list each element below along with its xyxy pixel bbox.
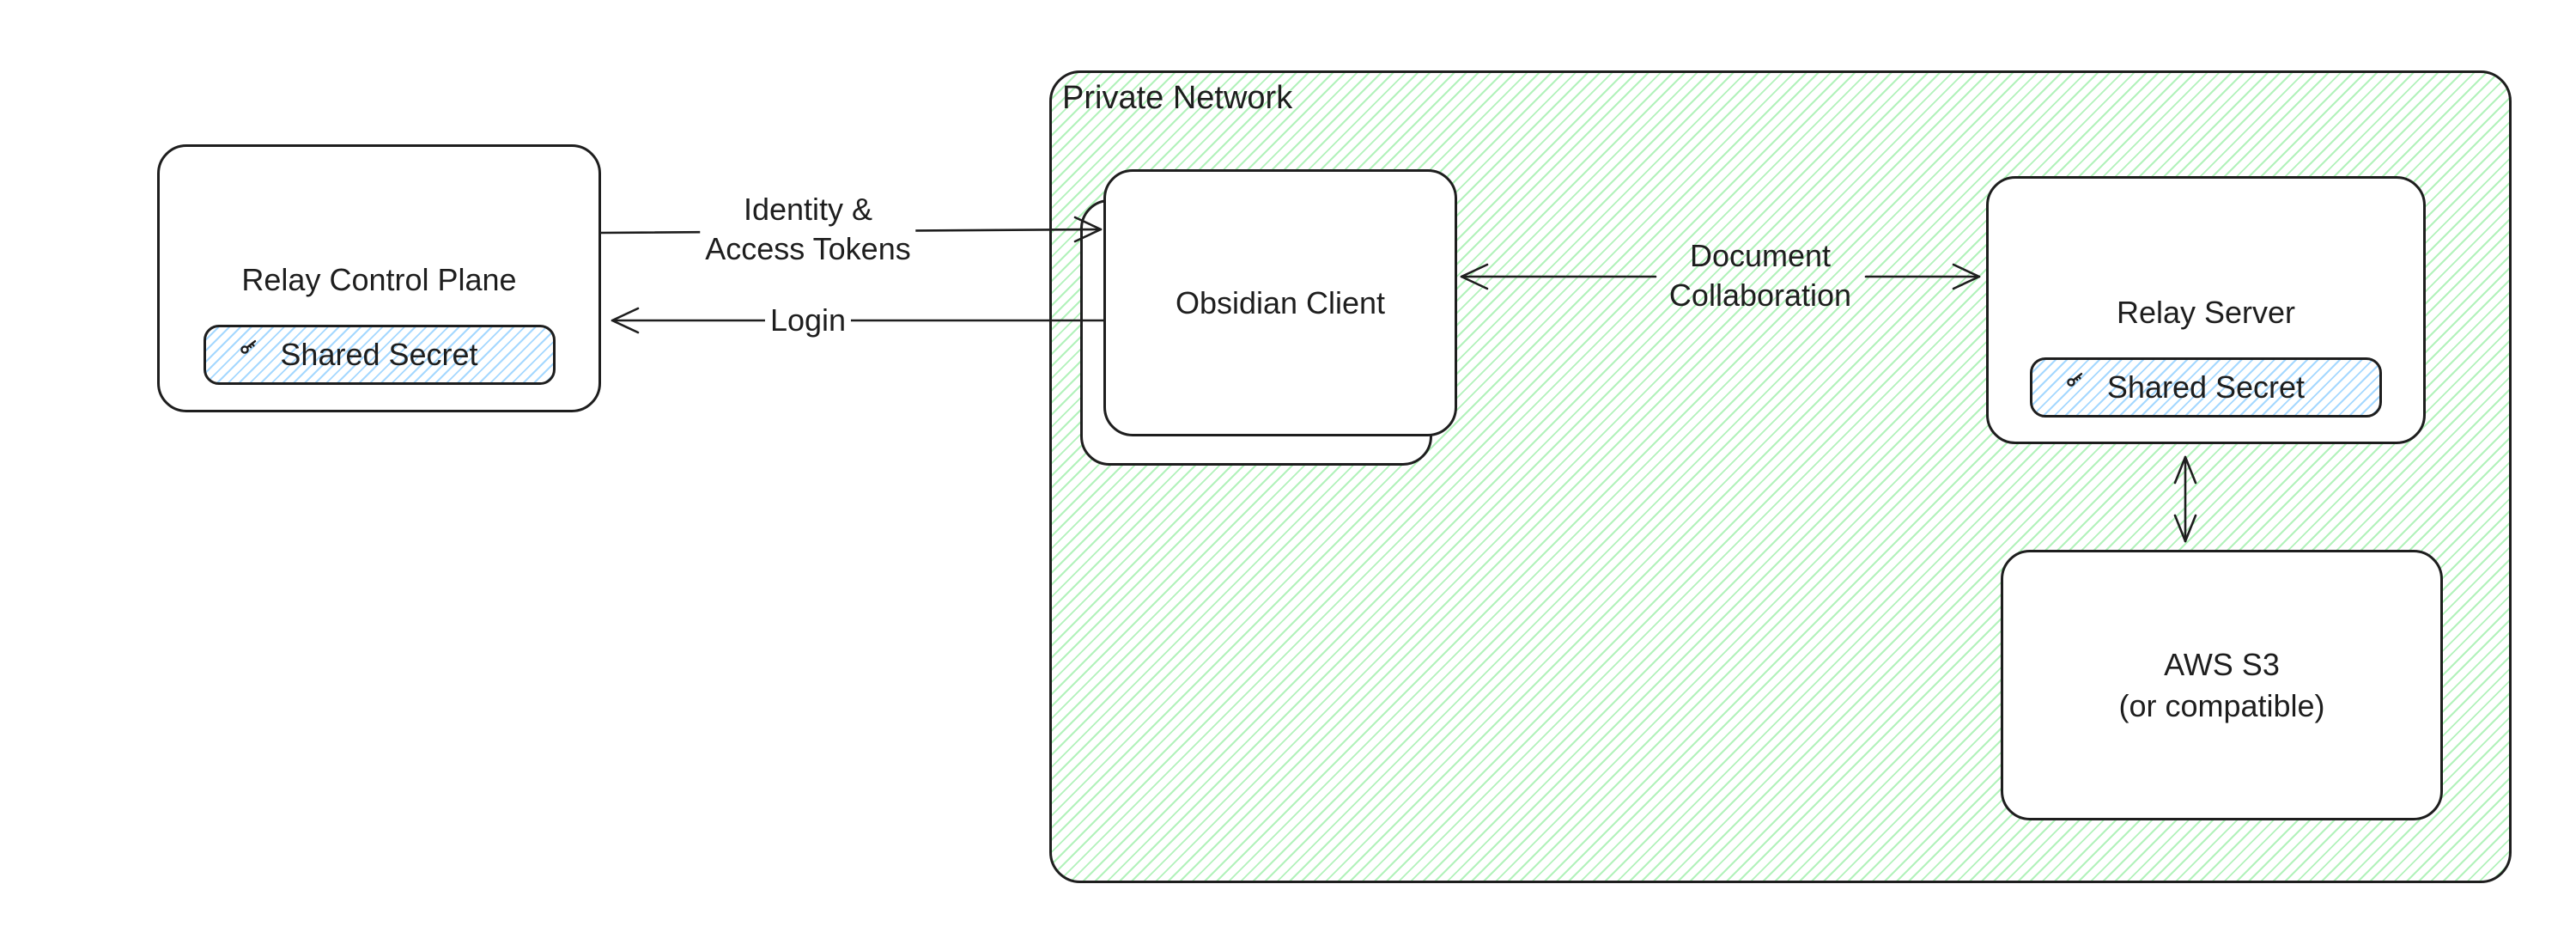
node-relay-server: Relay Server Shared Secret — [1986, 176, 2426, 444]
node-aws-s3: AWS S3 (or compatible) — [2001, 550, 2443, 820]
node-relay-control-plane: Relay Control Plane Shared Secret — [157, 144, 601, 412]
node-obsidian-client: Obsidian Client — [1103, 169, 1457, 436]
shared-secret-label: Shared Secret — [2106, 369, 2306, 405]
edge-label-login: Login — [764, 301, 852, 340]
shared-secret-badge-control-plane: Shared Secret — [203, 325, 556, 385]
arrowhead-left-icon — [611, 307, 640, 334]
aws-s3-title: AWS S3 (or compatible) — [2118, 646, 2325, 723]
private-network-label: Private Network — [1062, 80, 1293, 116]
key-icon — [2065, 369, 2086, 389]
obsidian-client-title: Obsidian Client — [1175, 284, 1386, 320]
key-icon — [239, 336, 259, 357]
edge-label-identity-access-tokens: Identity & Access Tokens — [700, 190, 916, 269]
shared-secret-label: Shared Secret — [280, 337, 478, 372]
shared-secret-badge-relay-server: Shared Secret — [2030, 357, 2382, 418]
relay-control-plane-title: Relay Control Plane — [241, 262, 517, 297]
relay-server-title: Relay Server — [2116, 295, 2296, 330]
edge-label-document-collaboration: Document Collaboration — [1668, 238, 1852, 313]
edge-login — [611, 307, 1105, 334]
